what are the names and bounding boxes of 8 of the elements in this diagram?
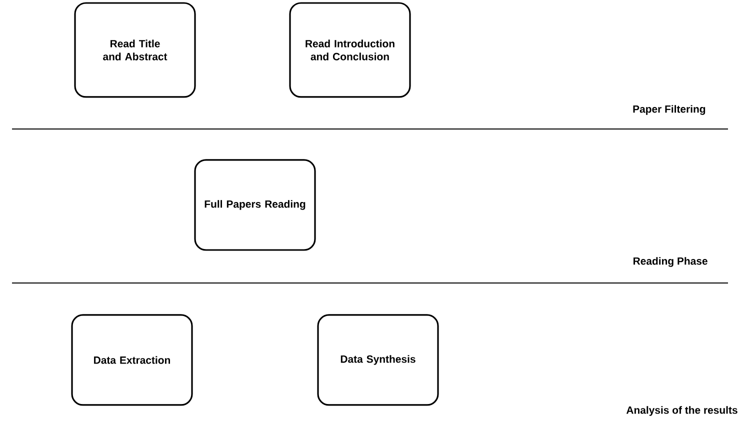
- process-box: Data Synthesis: [317, 314, 439, 406]
- process-box: Read Title and Abstract: [74, 2, 196, 98]
- process-box: Data Extraction: [71, 314, 193, 406]
- section-label: Reading Phase: [634, 257, 708, 267]
- section-label: Analysis of the results: [626, 406, 738, 416]
- process-box: Read Introduction and Conclusion: [289, 2, 411, 98]
- section-label: Paper Filtering: [633, 105, 706, 115]
- process-box: Full Papers Reading: [194, 159, 316, 251]
